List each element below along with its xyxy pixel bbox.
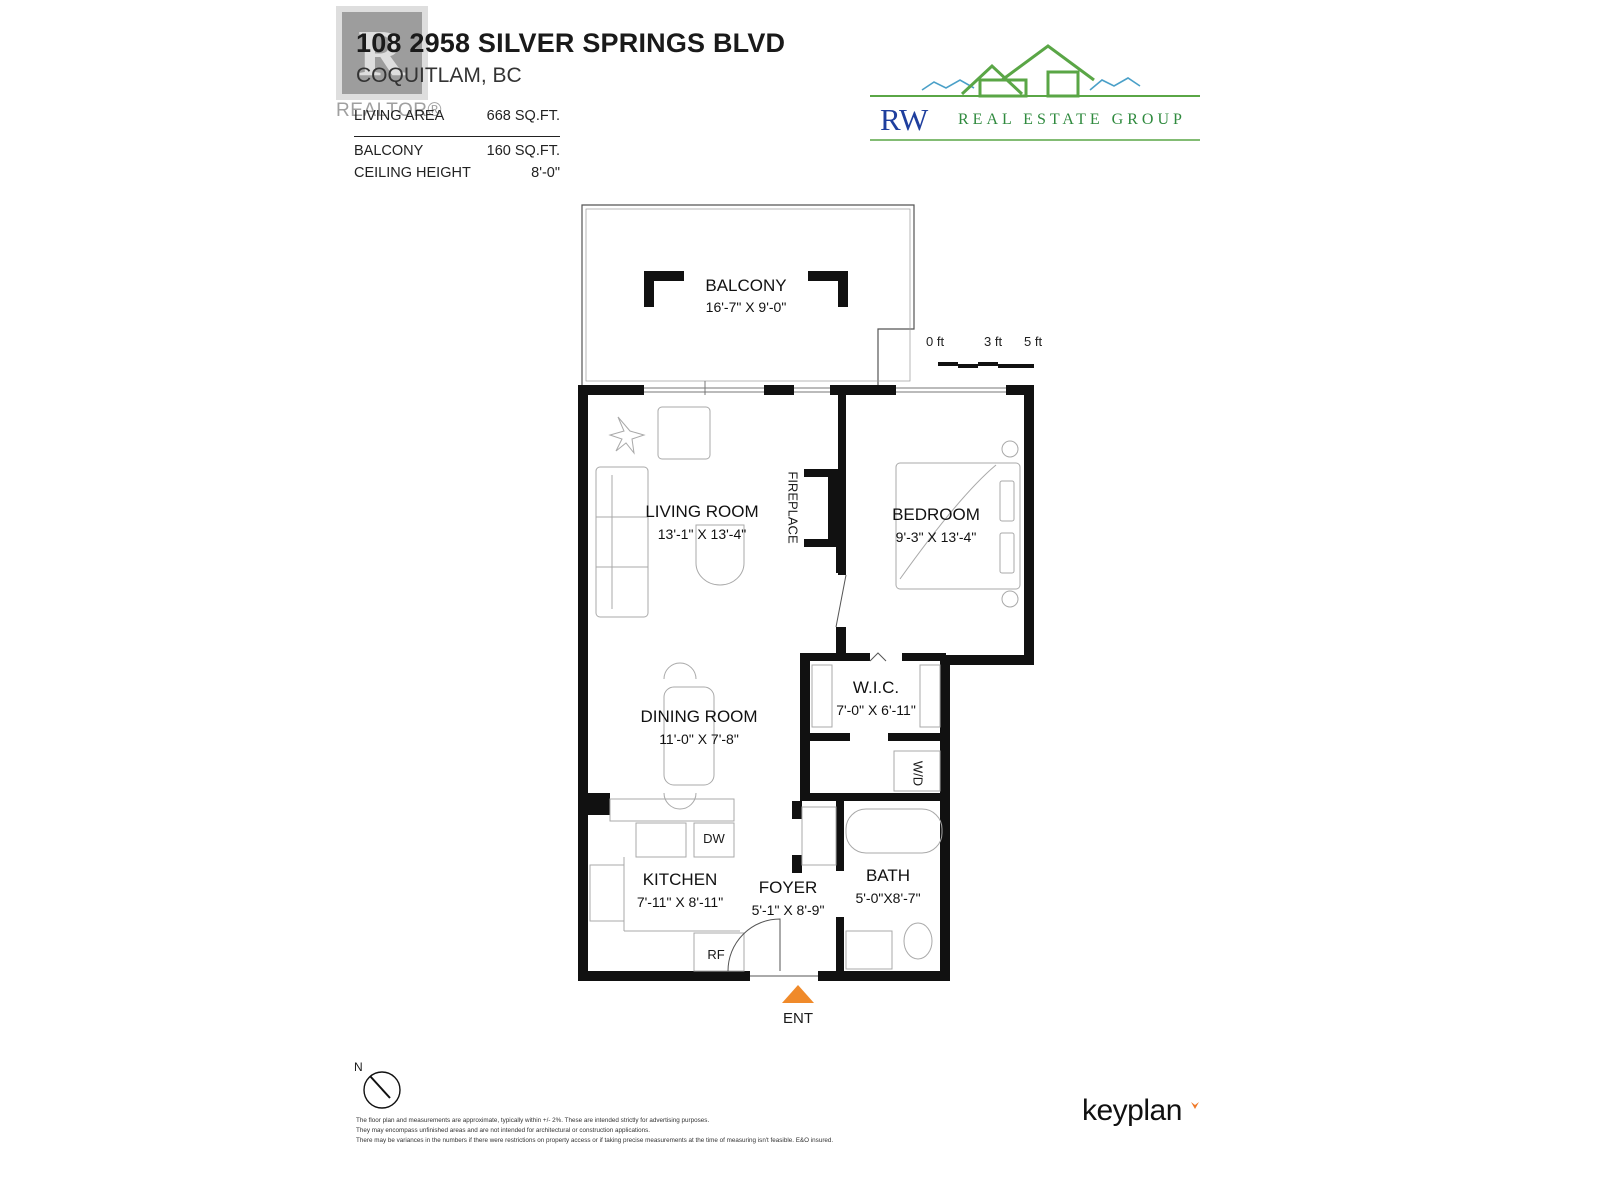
washer-dryer-label: W/D xyxy=(910,760,926,787)
realtor-logo-mark: R xyxy=(358,17,406,90)
room-dim-dining-room: 11'-0" X 7'-8" xyxy=(659,731,739,747)
scale-label-3: 3 ft xyxy=(984,334,1003,349)
room-label-bedroom: BEDROOM xyxy=(892,505,980,524)
spec-label-ceiling-height: CEILING HEIGHT xyxy=(354,165,471,181)
furniture xyxy=(589,406,1021,972)
fridge-label: RF xyxy=(707,947,725,962)
dishwasher-label: DW xyxy=(703,831,725,846)
scale-label-0: 0 ft xyxy=(926,334,945,349)
property-city: COQUITLAM, BC xyxy=(356,64,522,87)
room-dim-bedroom: 9'-3" X 13'-4" xyxy=(895,529,977,545)
rw-initials: RW xyxy=(880,102,929,137)
walls xyxy=(578,385,1034,981)
room-label-balcony: BALCONY xyxy=(705,276,787,295)
scale-bar xyxy=(938,362,1034,368)
room-dim-wic: 7'-0" X 6'-11" xyxy=(836,702,916,718)
rw-tagline: REAL ESTATE GROUP xyxy=(958,111,1186,128)
balcony-inner-outline xyxy=(585,208,911,382)
room-label-foyer: FOYER xyxy=(758,878,818,897)
balcony-outline xyxy=(581,204,915,385)
disclaimer-line: The floor plan and measurements are appr… xyxy=(356,1117,710,1124)
realtor-wordmark: REALTOR® xyxy=(336,100,442,121)
spec-value-living-area: 668 SQ.FT. xyxy=(486,108,560,124)
room-label-living-room: LIVING ROOM xyxy=(645,502,759,521)
room-dim-kitchen: 7'-11" X 8'-11" xyxy=(636,894,724,910)
spec-label-balcony: BALCONY xyxy=(354,143,424,159)
balcony-bracket-right xyxy=(808,271,848,307)
disclaimer-line: There may be variances in the numbers if… xyxy=(356,1137,834,1144)
keyplan-logo: keyplan xyxy=(1082,1094,1182,1127)
room-label-bath: BATH xyxy=(865,866,911,885)
rw-house-logo xyxy=(870,44,1200,141)
room-label-dining-room: DINING ROOM xyxy=(640,707,758,726)
compass-icon xyxy=(363,1071,401,1109)
property-address: 108 2958 SILVER SPRINGS BLVD xyxy=(356,28,786,58)
balcony-bracket-left xyxy=(644,271,684,307)
spec-value-ceiling-height: 8'-0" xyxy=(531,165,560,181)
room-dim-balcony: 16'-7" X 9'-0" xyxy=(705,299,787,315)
entry-marker xyxy=(782,985,814,1003)
scale-label-5: 5 ft xyxy=(1024,334,1043,349)
entry-label: ENT xyxy=(783,1010,813,1027)
spec-divider xyxy=(354,136,560,137)
windows xyxy=(644,381,1006,395)
keyplan-accent-icon xyxy=(1191,1102,1199,1109)
room-label-wic: W.I.C. xyxy=(852,678,900,697)
fireplace-label: FIREPLACE xyxy=(785,471,801,544)
spec-label-living-area: LIVING AREA xyxy=(354,108,445,124)
doors xyxy=(727,574,887,977)
room-dim-foyer: 5'-1" X 8'-9" xyxy=(751,902,825,918)
room-label-kitchen: KITCHEN xyxy=(642,870,718,889)
compass-north-label: N xyxy=(354,1060,363,1074)
disclaimer: The floor plan and measurements are appr… xyxy=(356,1116,916,1146)
realtor-logo: R xyxy=(336,6,428,100)
floor-plan xyxy=(578,204,1034,1003)
disclaimer-line: They may encompass unfinished areas and … xyxy=(356,1127,651,1134)
spec-value-balcony: 160 SQ.FT. xyxy=(486,143,560,159)
room-dim-living-room: 13'-1" X 13'-4" xyxy=(657,526,747,542)
room-dim-bath: 5'-0"X8'-7" xyxy=(855,890,921,906)
